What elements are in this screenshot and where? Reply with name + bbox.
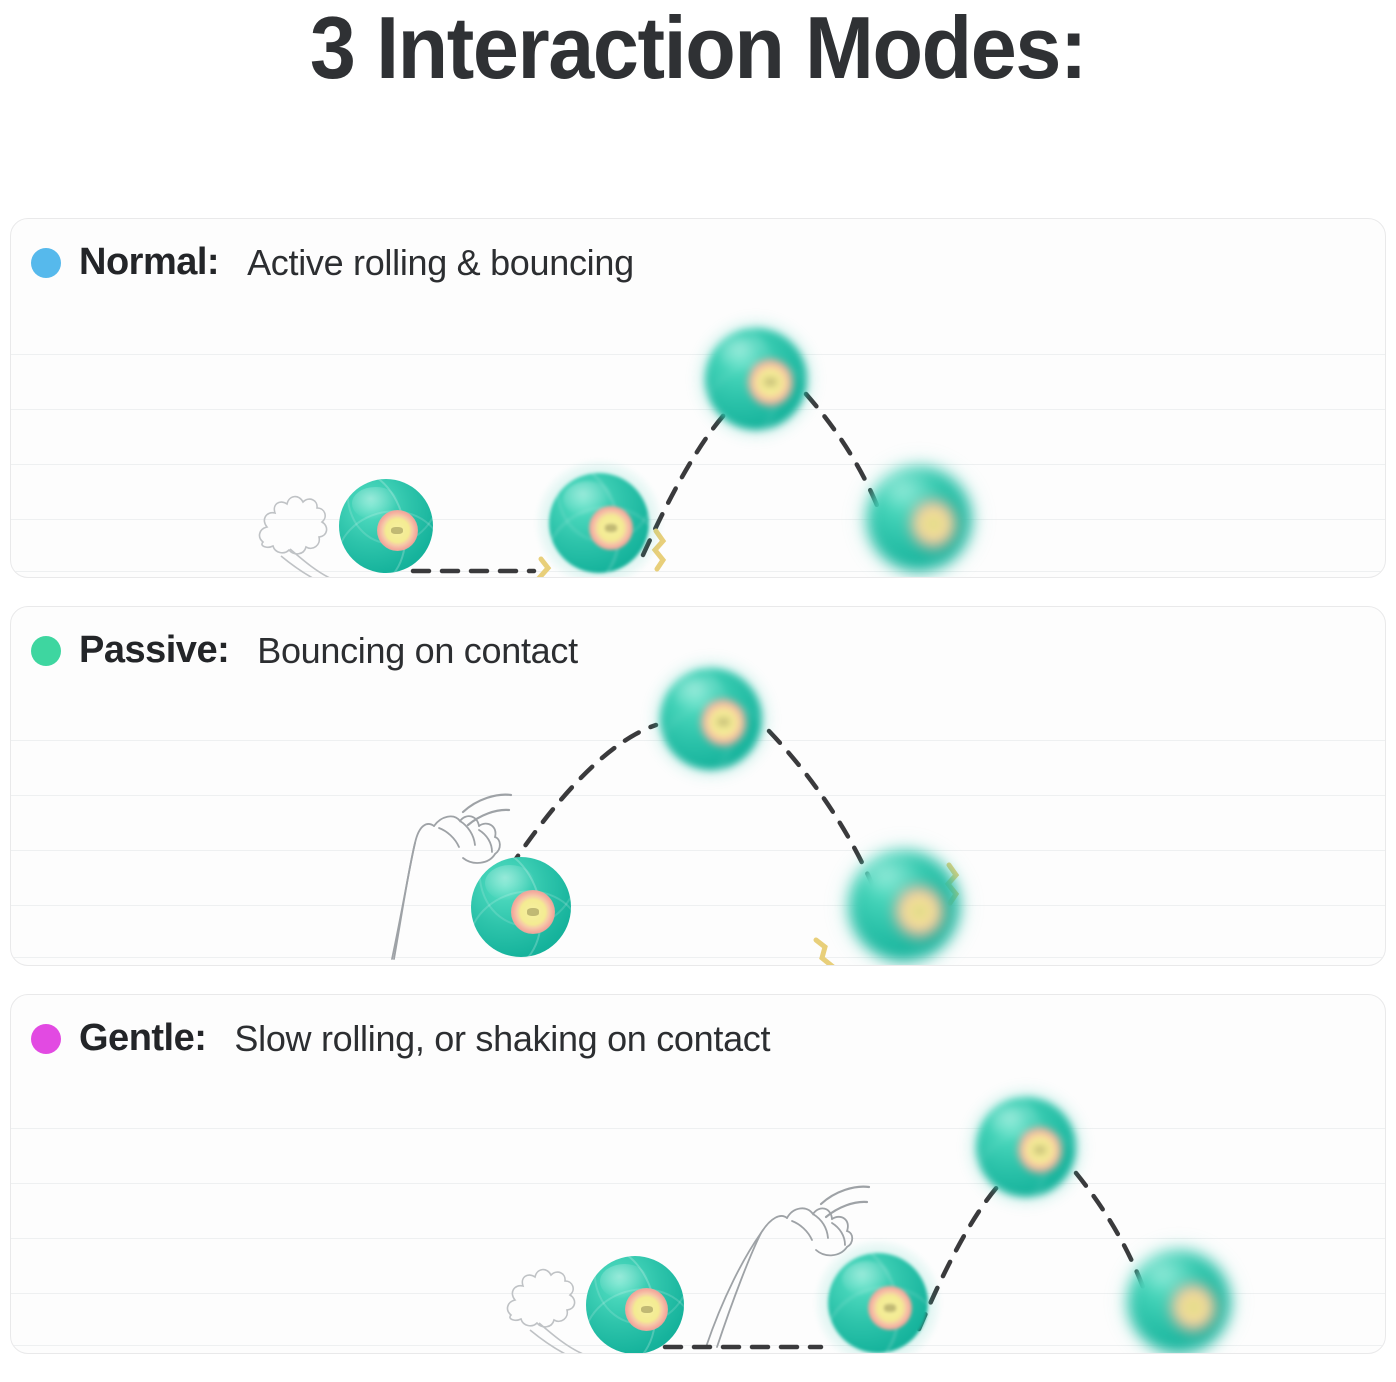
mode-description-normal: Active rolling & bouncing [247, 241, 634, 283]
mode-description-gentle: Slow rolling, or shaking on contact [234, 1017, 771, 1059]
mode-header-passive: Passive: Bouncing on contact [31, 629, 578, 672]
ball-arc-peak [690, 313, 822, 445]
ball-arc-peak [962, 1083, 1090, 1211]
ball-landing [852, 452, 986, 577]
mode-dot-normal [31, 247, 61, 278]
ball-landing [833, 835, 975, 965]
ball-bounce-start [535, 459, 663, 577]
mode-label-gentle: Gentle: [79, 1017, 207, 1059]
mode-panel-passive: Passive: Bouncing on contact [10, 606, 1386, 966]
ball-rolling [586, 1256, 684, 1353]
page-title: 3 Interaction Modes: [309, 0, 1088, 97]
paw-print-icon [258, 495, 330, 577]
mode-panel-list: Normal: Active rolling & bouncing [0, 218, 1396, 1382]
mode-header-normal: Normal: Active rolling & bouncing [31, 241, 634, 284]
ball-eye-icon [376, 510, 418, 552]
ball-eye-icon [589, 506, 633, 550]
squiggle-icon [536, 528, 667, 577]
paw-print-icon [506, 1268, 583, 1353]
mode-panel-normal: Normal: Active rolling & bouncing [10, 218, 1386, 578]
ball-arc-peak [645, 653, 777, 785]
ball-rolling [339, 479, 433, 573]
mode-dot-passive [31, 635, 61, 666]
ball-landing [1113, 1236, 1245, 1353]
ball-eye-icon [1018, 1127, 1062, 1173]
ball-eye-icon [700, 698, 746, 746]
ball-eye-icon [747, 358, 793, 406]
mode-panel-gentle: Gentle: Slow rolling, or shaking on cont… [10, 994, 1386, 1354]
mode-dot-gentle [31, 1023, 61, 1054]
motion-lines-icon [461, 793, 513, 827]
ball-eye-icon [1170, 1283, 1216, 1331]
ball-eye-icon [625, 1288, 669, 1332]
cat-leg-icon [391, 815, 501, 960]
mode-description-passive: Bouncing on contact [257, 629, 578, 671]
mode-label-passive: Passive: [79, 629, 230, 671]
ball-bounce-start [814, 1239, 942, 1353]
mode-label-normal: Normal: [79, 241, 220, 283]
mode-header-gentle: Gentle: Slow rolling, or shaking on cont… [31, 1017, 771, 1060]
motion-lines-icon [819, 1185, 871, 1219]
ball-eye-icon [868, 1286, 912, 1330]
ball-at-rest [471, 857, 571, 957]
ball-eye-icon [910, 500, 957, 549]
ball-eye-icon [511, 890, 555, 934]
cat-leg-icon [705, 1207, 854, 1348]
ball-eye-icon [895, 886, 944, 937]
